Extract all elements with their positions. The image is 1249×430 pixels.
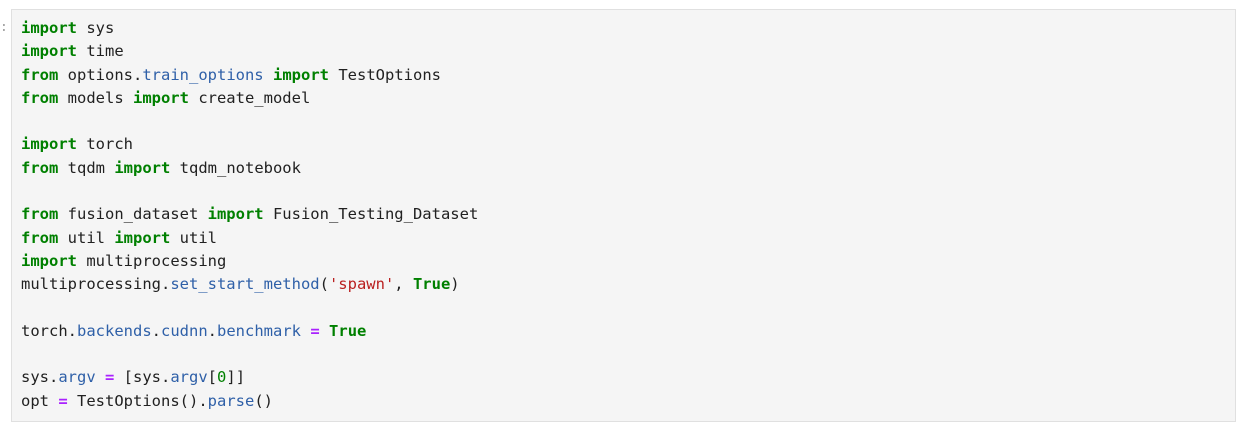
code-token-attr: parse — [207, 391, 255, 410]
code-token-plain: tqdm — [58, 158, 115, 177]
code-line: from options.train_options import TestOp… — [21, 64, 478, 87]
code-token-plain: fusion_dataset — [58, 205, 208, 224]
code-token-kw: import — [132, 88, 189, 107]
code-token-plain: . — [151, 321, 161, 340]
code-token-plain: ]] — [226, 368, 246, 387]
code-token-kw: import — [21, 42, 77, 61]
code-line: import time — [21, 40, 478, 63]
code-token-attr: backends — [77, 321, 152, 340]
code-line: multiprocessing.set_start_method('spawn'… — [21, 273, 478, 296]
code-token-plain: [ — [207, 368, 218, 387]
code-token-kw: import — [207, 205, 264, 224]
code-token-kw: from — [21, 228, 59, 247]
code-token-kw: True — [329, 321, 367, 340]
code-line: sys.argv = [sys.argv[0]] — [21, 366, 478, 389]
code-line: from models import create_model — [21, 87, 478, 110]
code-token-plain: options. — [58, 65, 143, 84]
code-token-plain — [264, 66, 273, 84]
code-token-plain: sys. — [21, 368, 59, 387]
code-token-kw: import — [114, 228, 171, 247]
code-token-plain: sys — [77, 19, 115, 37]
code-token-op: = — [105, 368, 115, 387]
code-line — [21, 343, 478, 366]
code-token-plain — [301, 322, 310, 340]
code-token-kw: from — [21, 205, 59, 224]
code-token-kw: import — [21, 135, 77, 154]
code-line: opt = TestOptions().parse() — [21, 390, 478, 413]
code-token-num: 0 — [217, 368, 227, 387]
code-token-plain: create_model — [188, 88, 311, 107]
code-line: from fusion_dataset import Fusion_Testin… — [21, 203, 478, 226]
code-token-kw: True — [412, 275, 451, 294]
code-token-plain: ( — [319, 275, 329, 294]
code-line: from util import util — [21, 227, 478, 250]
code-token-plain: time — [77, 42, 124, 61]
code-token-plain: [sys. — [114, 368, 171, 387]
code-line: from tqdm import tqdm_notebook — [21, 157, 478, 180]
cell-prompt: : — [0, 20, 8, 35]
code-token-kw: from — [21, 88, 59, 107]
code-token-plain: multiprocessing — [77, 251, 227, 270]
code-token-plain: torch — [77, 135, 133, 154]
code-token-kw: import — [273, 65, 329, 84]
code-token-plain: Fusion_Testing_Dataset — [263, 205, 479, 224]
code-token-kw: import — [114, 158, 171, 177]
code-token-attr: argv — [170, 368, 208, 387]
code-token-plain: torch. — [21, 321, 77, 340]
code-token-attr: argv — [58, 368, 96, 387]
code-token-attr: train_options — [142, 65, 264, 84]
code-token-kw: from — [21, 65, 59, 84]
code-token-plain: , — [394, 275, 413, 294]
code-token-attr: benchmark — [217, 321, 302, 340]
code-token-plain: opt — [21, 391, 59, 410]
code-token-kw: import — [21, 251, 77, 270]
code-line — [21, 110, 478, 133]
code-line — [21, 297, 478, 320]
code-token-kw: from — [21, 158, 59, 177]
code-token-plain: multiprocessing. — [21, 275, 171, 294]
code-token-plain — [96, 368, 105, 386]
code-token-plain: ) — [450, 275, 460, 294]
code-token-attr: cudnn — [161, 321, 208, 340]
code-token-plain: models — [58, 88, 133, 107]
code-token-op: = — [58, 391, 68, 410]
code-token-plain: TestOptions — [329, 65, 441, 84]
code-line: torch.backends.cudnn.benchmark = True — [21, 320, 478, 343]
code-token-op: = — [310, 321, 320, 340]
code-line: import torch — [21, 133, 478, 156]
code-token-str: 'spawn' — [328, 275, 395, 294]
code-token-plain: tqdm_notebook — [170, 158, 301, 177]
code-line: import sys — [21, 17, 478, 40]
code-line: import multiprocessing — [21, 250, 478, 273]
code-token-plain — [320, 322, 329, 340]
code-token-plain: util — [170, 228, 217, 247]
code-token-plain: util — [58, 228, 115, 247]
code-line — [21, 180, 478, 203]
code-token-plain: TestOptions(). — [67, 391, 208, 410]
code-token-attr: set_start_method — [170, 275, 320, 294]
code-token-kw: import — [21, 19, 77, 37]
code-token-plain: () — [254, 391, 273, 410]
code-token-plain: . — [207, 321, 218, 340]
